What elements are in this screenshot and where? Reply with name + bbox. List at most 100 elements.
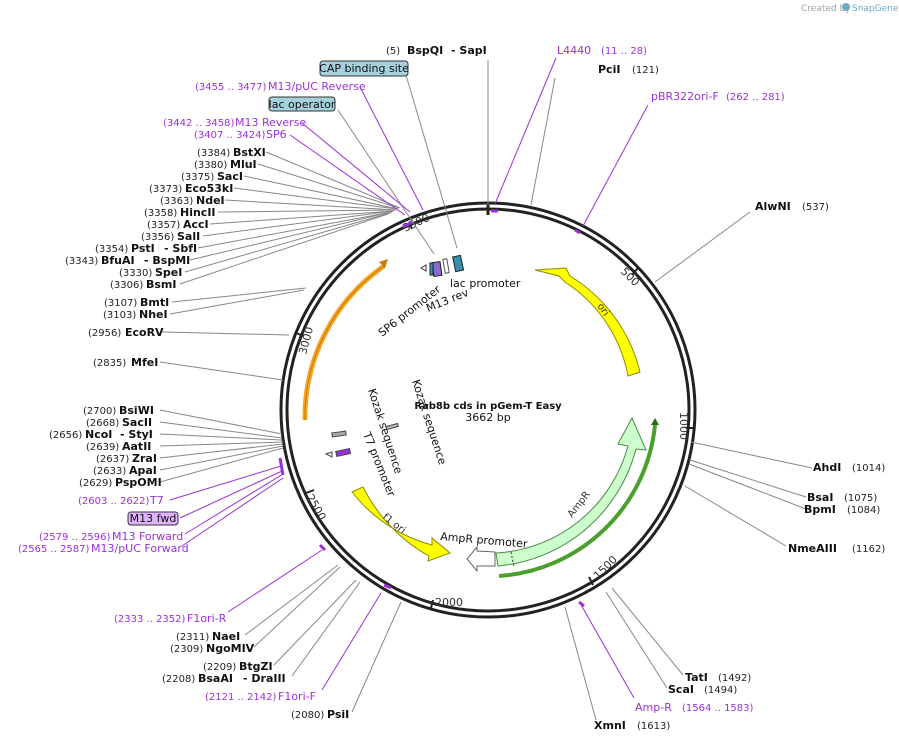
enzyme-name[interactable]: MluI — [230, 158, 257, 171]
lac-operator-callout[interactable]: lac operator — [268, 96, 336, 112]
enzyme-name[interactable]: ScaI — [668, 683, 694, 696]
enzyme-name[interactable]: NaeI — [212, 630, 240, 643]
sp6-promoter-arrow-icon — [420, 264, 427, 272]
mark-sp6-m13rev — [402, 220, 413, 229]
enzyme-name[interactable]: BsaI — [807, 491, 833, 504]
enzyme-name[interactable]: BsaAI — [198, 672, 233, 685]
primer-name[interactable]: M13/pUC Forward — [91, 542, 189, 555]
primer-pos: (11 .. 28) — [601, 46, 647, 57]
enzyme-name[interactable]: SalI — [177, 230, 200, 243]
enzyme-name[interactable]: NheI — [139, 308, 168, 321]
f1-ori-feature[interactable] — [351, 486, 451, 562]
enzyme-pos: (1492) — [718, 673, 751, 684]
primer-name[interactable]: M13 Reverse — [235, 116, 306, 129]
enzyme-pos: (2208) — [162, 674, 195, 685]
enzyme-name[interactable]: SpeI — [155, 266, 182, 279]
enzyme-name[interactable]: BtgZI — [239, 660, 273, 673]
enzyme-name[interactable]: PstI — [131, 242, 155, 255]
enzyme-name[interactable]: AccI — [183, 218, 209, 231]
primer-name[interactable]: SP6 — [266, 128, 287, 141]
enzyme-name[interactable]: AatII — [122, 440, 151, 453]
enzyme-name[interactable]: BfuAI — [101, 254, 135, 267]
tick-label-1000: 1000 — [677, 412, 690, 440]
enzyme-name[interactable]: AhdI — [813, 461, 841, 474]
enzyme-name[interactable]: EcoRV — [125, 326, 164, 339]
tick-label-2000: 2000 — [435, 596, 463, 609]
enzyme-name[interactable]: MfeI — [131, 356, 158, 369]
enzyme-pos: (1494) — [704, 685, 737, 696]
enzyme-pos: (2668) — [86, 418, 119, 429]
primer-name[interactable]: F1ori-F — [278, 690, 316, 703]
m13-fwd-callout[interactable]: M13 fwd — [127, 511, 179, 526]
insert-arc-inner — [304, 265, 385, 421]
enzyme-alt[interactable]: - SbfI — [164, 242, 197, 255]
enzyme-name[interactable]: ZraI — [132, 452, 157, 465]
enzyme-pos: (2639) — [86, 442, 119, 453]
enzyme-name[interactable]: NdeI — [196, 194, 225, 207]
enzyme-pos: (2835) — [93, 358, 126, 369]
enzyme-name[interactable]: SacII — [122, 416, 152, 429]
enzyme-labels: (5) BspQI - SapI PciI (121) AlwNI (537) … — [49, 44, 885, 732]
enzyme-pos: (537) — [802, 202, 829, 213]
enzyme-pos: (1613) — [637, 721, 670, 732]
enzyme-name[interactable]: NcoI — [85, 428, 112, 441]
enzyme-name[interactable]: NmeAIII — [788, 542, 837, 555]
f1-ori-label: f1 ori — [380, 512, 407, 537]
enzyme-pos: (3380) — [194, 160, 227, 171]
primer-name[interactable]: T7 — [149, 494, 164, 507]
primer-pos: (3442 .. 3458) — [163, 118, 235, 129]
lac-operator-label: lac operator — [269, 98, 336, 111]
ampr-promoter-feature[interactable] — [466, 545, 496, 573]
kozak-box-2 — [385, 422, 399, 431]
enzyme-alt[interactable]: - StyI — [120, 428, 153, 441]
primer-name[interactable]: L4440 — [557, 44, 591, 57]
primer-name[interactable]: M13 Forward — [112, 530, 183, 543]
tick-label-3000: 3000 — [296, 325, 316, 355]
cap-binding-site-callout[interactable]: CAP binding site — [319, 60, 409, 77]
enzyme-pos: (3330) — [119, 268, 152, 279]
enzyme-pos: (2209) — [203, 662, 236, 673]
enzyme-name[interactable]: PciI — [598, 63, 620, 76]
lac-promoter-box — [442, 258, 450, 274]
enzyme-alt[interactable]: - SapI — [451, 44, 487, 57]
enzyme-pos: (3384) — [197, 148, 230, 159]
primer-pos: (2603 .. 2622) — [78, 496, 150, 507]
enzyme-name[interactable]: BstXI — [233, 146, 266, 159]
mark-m13-fwd-block — [278, 457, 285, 476]
enzyme-name[interactable]: TatI — [685, 671, 708, 684]
enzyme-name[interactable]: AlwNI — [755, 200, 791, 213]
enzyme-name[interactable]: BsmI — [146, 278, 177, 291]
mark-f1ori-f — [383, 583, 392, 590]
enzyme-name[interactable]: HincII — [180, 206, 216, 219]
enzyme-pos: (3358) — [144, 208, 177, 219]
enzyme-alt[interactable]: - DraIII — [243, 672, 286, 685]
ampr-cds-arrow-icon — [651, 418, 659, 425]
enzyme-name[interactable]: SacI — [217, 170, 243, 183]
enzyme-alt[interactable]: - BspMI — [144, 254, 190, 267]
enzyme-pos: (2309) — [170, 644, 203, 655]
tick-2000 — [430, 599, 434, 609]
primer-name[interactable]: Amp-R — [635, 701, 672, 714]
primer-pos: (2579 .. 2596) — [39, 532, 111, 543]
ampr-feature[interactable] — [495, 416, 647, 567]
ori-feature[interactable] — [534, 267, 641, 377]
m13-fwd-label: M13 fwd — [130, 512, 177, 525]
enzyme-name[interactable]: BspQI — [407, 44, 443, 57]
ampr-promoter-divider — [510, 551, 515, 568]
enzyme-name[interactable]: XmnI — [594, 719, 626, 732]
enzyme-pos: (3354) — [95, 244, 128, 255]
enzyme-name[interactable]: Eco53kI — [185, 182, 233, 195]
enzyme-name[interactable]: PspOMI — [115, 476, 162, 489]
enzyme-name[interactable]: BmtI — [140, 296, 169, 309]
enzyme-name[interactable]: PsiI — [327, 708, 349, 721]
primer-name[interactable]: M13/pUC Reverse — [268, 80, 366, 93]
enzyme-name[interactable]: ApaI — [129, 464, 157, 477]
enzyme-name[interactable]: NgoMIV — [206, 642, 255, 655]
tick-500 — [631, 267, 639, 276]
enzyme-name[interactable]: BsiWI — [119, 404, 154, 417]
primer-pos: (2121 .. 2142) — [205, 692, 277, 703]
enzyme-name[interactable]: BpmI — [804, 503, 836, 516]
enzyme-pos: (1162) — [852, 544, 885, 555]
primer-name[interactable]: pBR322ori-F — [651, 90, 719, 103]
primer-name[interactable]: F1ori-R — [187, 612, 227, 625]
